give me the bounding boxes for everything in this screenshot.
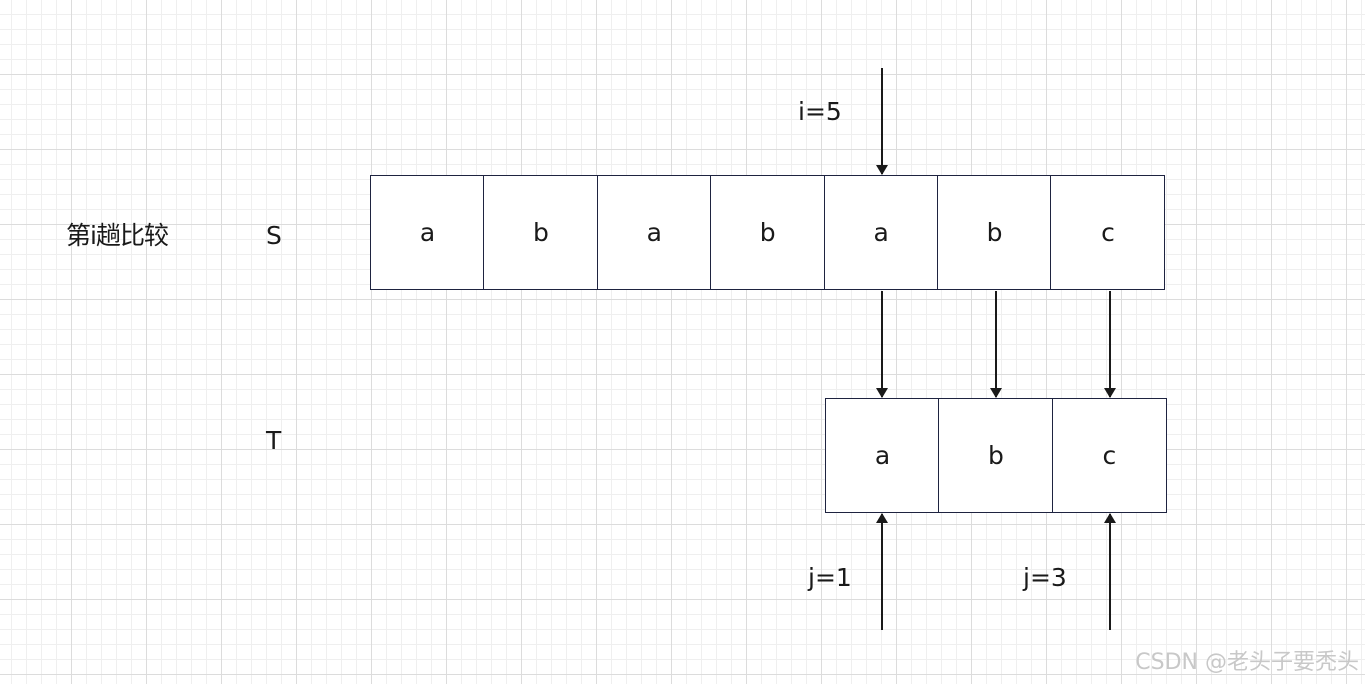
s-cell: b	[483, 175, 599, 290]
s-cell: a	[596, 175, 712, 290]
string-s-row: a b a b a b c	[370, 175, 1166, 290]
pointer-j1-label: j=1	[808, 563, 852, 592]
pointer-j3-label: j=3	[1023, 563, 1067, 592]
s-cell: b	[937, 175, 1053, 290]
string-t-row: a b c	[825, 398, 1167, 513]
s-cell: a	[370, 175, 485, 290]
row-s-label: S	[266, 221, 282, 250]
pointer-i-label: i=5	[798, 97, 842, 126]
t-cell: c	[1051, 398, 1167, 513]
s-cell: a	[823, 175, 939, 290]
s-cell: b	[710, 175, 826, 290]
row-t-label: T	[266, 426, 282, 455]
comparison-title: 第i趟比较	[66, 221, 169, 250]
s-cell: c	[1050, 175, 1166, 290]
t-cell: b	[938, 398, 1054, 513]
t-cell: a	[825, 398, 940, 513]
watermark: CSDN @老头子要秃头	[1135, 650, 1359, 675]
